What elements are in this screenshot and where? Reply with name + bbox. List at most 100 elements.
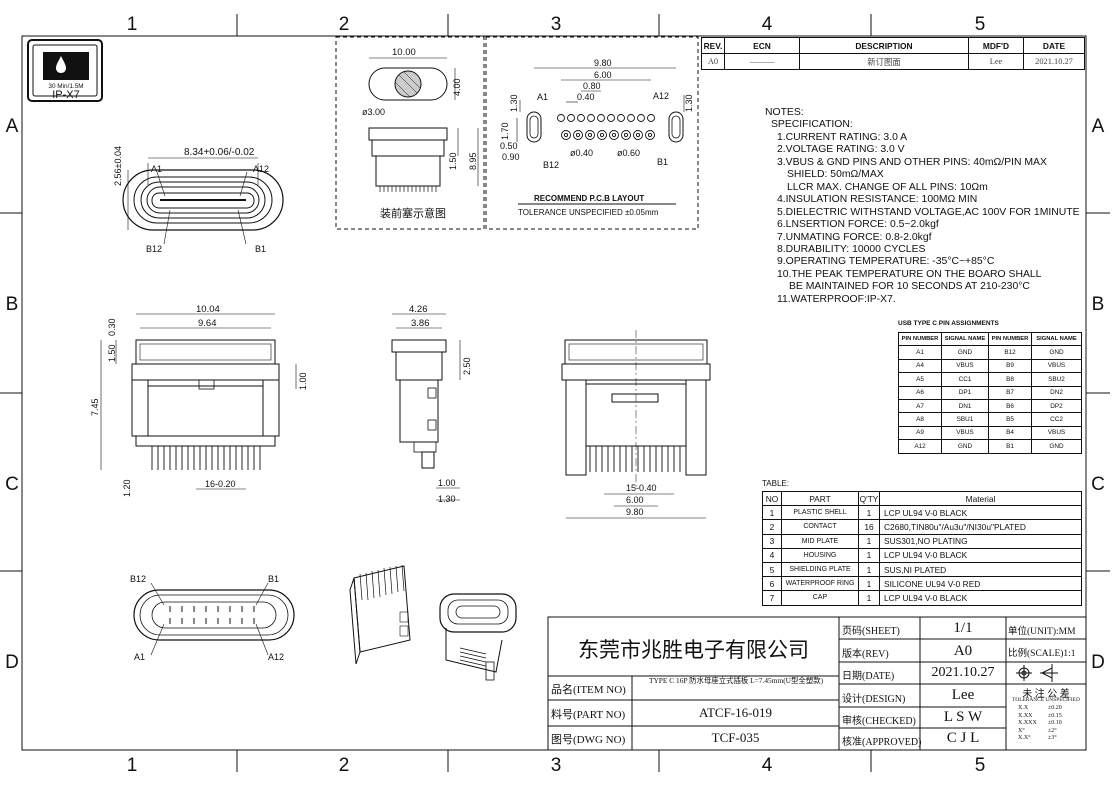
pcb-dim-0.90: 0.90 — [502, 152, 520, 162]
mat-cell: 16 — [858, 519, 880, 535]
pin-header-signal-b: SIGNAL NAME — [1031, 331, 1082, 347]
pcb-dim-0.80: 0.80 — [583, 81, 601, 91]
bottom-label-b12: B12 — [130, 574, 146, 584]
zone-col-4: 4 — [762, 14, 773, 35]
rear-dim-6.00: 6.00 — [626, 495, 644, 505]
date-label: 日期(DATE) — [842, 671, 895, 682]
rear-view — [561, 330, 711, 519]
pin-cell: DN1 — [941, 398, 989, 414]
note-10: 10.THE PEAK TEMPERATURE ON THE BOARO SHA… — [777, 268, 1042, 280]
zone-col-2: 2 — [339, 14, 350, 35]
pcb-dim-1.30-right: 1.30 — [684, 94, 694, 112]
assembly-dim-step: 1.50 — [448, 152, 458, 170]
pin-cell: DN2 — [1031, 385, 1082, 400]
side-dim-pitch: 16-0.20 — [205, 479, 236, 489]
rev-header-description: DESCRIPTION — [799, 37, 969, 54]
rev-value-ecn: ——— — [724, 53, 800, 70]
zone-col-1-bottom: 1 — [127, 755, 138, 776]
pcb-layout — [516, 67, 685, 143]
pin-cell: B1 — [988, 439, 1032, 454]
note-3-shield: SHIELD: 50mΩ/MAX — [787, 169, 884, 181]
pin-cell: A7 — [898, 398, 942, 414]
mat-cell: 5 — [762, 561, 782, 578]
side-view — [100, 313, 297, 490]
mat-cell: HOUSING — [781, 547, 859, 563]
zone-col-3-bottom: 3 — [551, 755, 562, 776]
pcb-label-a1: A1 — [537, 92, 548, 102]
part-no-label: 料号(PART NO) — [551, 709, 626, 721]
mat-cell: MID PLATE — [781, 533, 859, 549]
logo-line1: 30 Min/1.5M — [48, 83, 83, 90]
tolerance-list: X.X±0.20 X.XX±0.15 X.XXX±0.10 X°±2° X.X°… — [1018, 705, 1062, 743]
rev-value: A0 — [953, 643, 973, 659]
mat-cell: 4 — [762, 547, 782, 563]
assembly-view — [368, 57, 479, 192]
rear-dim-pitch: 15-0.40 — [626, 483, 657, 493]
assembly-dim-width: 10.00 — [392, 47, 416, 58]
pin-cell: CC1 — [941, 372, 989, 387]
pin-cell: A12 — [898, 439, 942, 454]
logo-line2: IP-X7 — [52, 89, 80, 101]
pin-cell: GND — [941, 439, 989, 454]
pcb-dim-dia-0.60: ø0.60 — [617, 148, 640, 158]
pin-cell: GND — [1031, 345, 1082, 360]
rev-value-description: 新订图面 — [799, 53, 969, 70]
rev-header-rev: REV. — [701, 37, 725, 54]
pin-cell: GND — [1031, 439, 1082, 454]
part-no-value: ATCF-16-019 — [699, 705, 772, 720]
pcb-dim-0.40: 0.40 — [577, 92, 595, 102]
material-table-title: TABLE: — [762, 479, 789, 488]
zone-row-b-right: B — [1092, 294, 1105, 315]
pcb-dim-9.80: 9.80 — [594, 58, 612, 68]
water-drop-icon — [56, 56, 66, 73]
side-dim-1.00: 1.00 — [298, 372, 308, 390]
pcb-label-b1: B1 — [657, 157, 668, 167]
front-height-dim: 2.56±0.04 — [113, 146, 123, 186]
zone-col-2-bottom: 2 — [339, 755, 350, 776]
front-label-a12: A12 — [253, 164, 269, 174]
rev-label: 版本(REV) — [842, 649, 889, 660]
dwg-no-value: TCF-035 — [711, 730, 760, 745]
tolerance-subtitle: TOLERANCE UNSPECIFIED — [1012, 697, 1080, 703]
note-3-llcr: LLCR MAX. CHANGE OF ALL PINS: 10Ωm — [787, 181, 988, 193]
pin-cell: A1 — [898, 345, 942, 360]
note-4: 4.INSULATION RESISTANCE: 100MΩ MIN — [777, 194, 978, 206]
zone-row-a-right: A — [1092, 116, 1105, 137]
pcb-dim-0.50: 0.50 — [500, 141, 518, 151]
note-3: 3.VBUS & GND PINS AND OTHER PINS: 40mΩ/P… — [777, 156, 1047, 168]
mat-cell: 2 — [762, 519, 782, 535]
pin-cell: B7 — [988, 385, 1032, 400]
item-no-value: TYPE C 16P 防水母座立式插板 L=7.45mm(U型全塑款) — [648, 676, 824, 685]
notes-spec: SPECIFICATION: — [771, 119, 853, 131]
profile-dim-inner: 3.86 — [411, 318, 430, 329]
mat-header-material: Material — [879, 490, 1082, 507]
pin-header-pin-b: PIN NUMBER — [988, 331, 1032, 347]
zone-col-5-bottom: 5 — [975, 755, 986, 776]
mat-cell: PLASTIC SHELL — [781, 505, 859, 521]
mat-cell: C2680,TIN80u"/Au3u"/NI30u"PLATED — [879, 519, 1082, 535]
checked-label: 审核(CHECKED) — [842, 716, 916, 727]
mat-header-no: NO — [762, 490, 782, 507]
mat-cell: LCP UL94 V-0 BLACK — [879, 590, 1082, 606]
pcb-layout-box — [485, 36, 699, 230]
tol-key: X.X° — [1018, 735, 1031, 742]
front-view — [122, 157, 284, 245]
mat-cell: LCP UL94 V-0 BLACK — [879, 547, 1082, 563]
note-5: 5.DIELECTRIC WITHSTAND VOLTAGE,AC 100V F… — [777, 206, 1080, 218]
tol-value: ±0.20 — [1048, 705, 1062, 711]
pin-cell: A9 — [898, 425, 942, 441]
pin-cell: VBUS — [941, 358, 989, 374]
zone-ticks — [0, 14, 1110, 772]
pcb-dim-dia-0.40: ø0.40 — [570, 148, 593, 158]
mat-header-qty: Q'TY — [858, 490, 880, 507]
pin-cell: A4 — [898, 358, 942, 374]
mat-cell: 1 — [858, 576, 880, 592]
mat-cell: 6 — [762, 576, 782, 592]
